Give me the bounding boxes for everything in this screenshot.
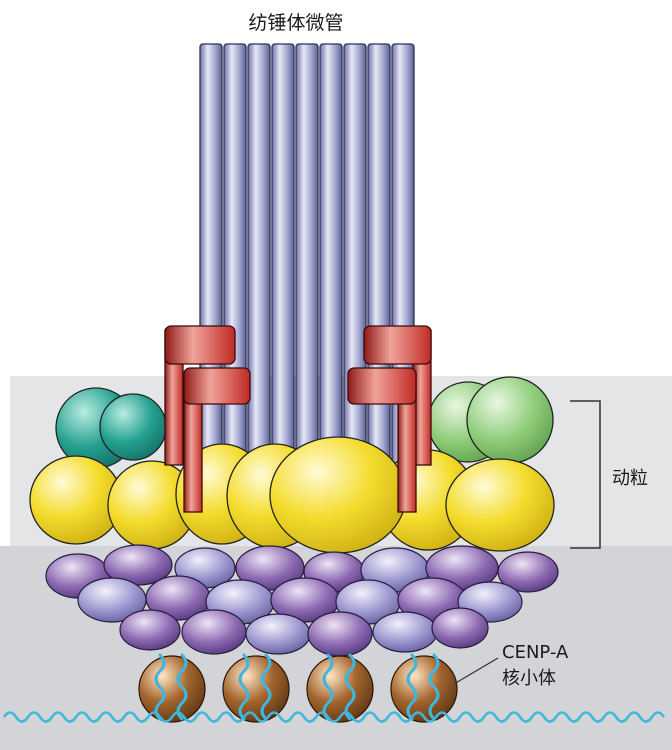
microtubule-bundle — [199, 43, 415, 495]
centromere-protein-cluster — [45, 544, 559, 657]
microtubule-label: 纺锤体微管 — [248, 12, 344, 34]
cenp-a-leader-line — [453, 657, 499, 685]
nucleosome-label: 核小体 — [502, 668, 556, 689]
dna-strand — [2, 711, 666, 723]
kinetochore-label: 动粒 — [612, 468, 648, 489]
cenp-a-nucleosome-label: CENP-A 核小体 — [502, 640, 568, 692]
kinetochore-bracket — [570, 400, 601, 549]
cenp-a-nucleosomes — [138, 655, 458, 723]
dna-wrap — [154, 653, 440, 721]
red-protein-hooks — [164, 325, 432, 513]
cenp-a-label: CENP-A — [502, 642, 569, 663]
